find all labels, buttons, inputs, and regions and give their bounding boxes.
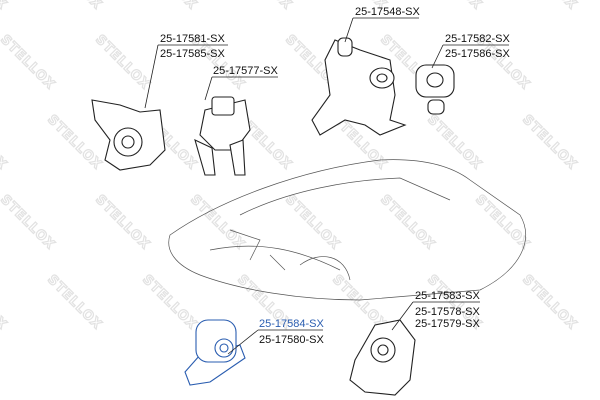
label-25-17581: 25-17581-SX [160,33,225,45]
watermark-text: STELLOX [187,192,248,253]
car-outline [168,159,527,301]
watermark-text: STELLOX [44,272,105,333]
label-25-17586: 25-17586-SX [445,48,510,60]
label-25-17548: 25-17548-SX [355,6,420,18]
watermark-text: STELLOX [519,112,580,173]
watermark-text: STELLOX [519,0,580,13]
watermark-text: STELLOX [519,272,580,333]
engine-mount-right [415,64,455,115]
watermark-text: STELLOX [0,0,10,13]
engine-mount-top [311,37,407,136]
watermark-text: STELLOX [0,272,10,333]
watermark-text: STELLOX [92,32,153,93]
watermark-text: STELLOX [44,0,105,13]
watermark-text: STELLOX [0,192,58,253]
label-25-17584[interactable]: 25-17584-SX [259,318,324,330]
engine-mount-bottom-right [349,319,416,396]
watermark-text: STELLOX [92,192,153,253]
watermark-text: STELLOX [139,0,200,13]
engine-mount-bottom [184,319,246,386]
watermark-text: STELLOX [0,112,10,173]
watermark-text: STELLOX [377,192,438,253]
label-25-17580: 25-17580-SX [259,334,324,346]
label-25-17583: 25-17583-SX [415,290,480,302]
label-25-17577: 25-17577-SX [213,65,278,77]
watermark-text: STELLOX [424,0,485,13]
leader-lines [144,17,509,355]
label-25-17585: 25-17585-SX [160,48,225,60]
engine-mount-left [91,99,166,171]
label-25-17582: 25-17582-SX [445,33,510,45]
engine-mount-center-left [194,96,251,176]
watermark-text: STELLOX [234,0,295,13]
watermark-text: STELLOX [0,32,58,93]
label-25-17579: 25-17579-SX [415,318,480,330]
watermark-text: STELLOX [139,272,200,333]
watermark-text: STELLOX [282,192,343,253]
label-25-17578: 25-17578-SX [415,306,480,318]
